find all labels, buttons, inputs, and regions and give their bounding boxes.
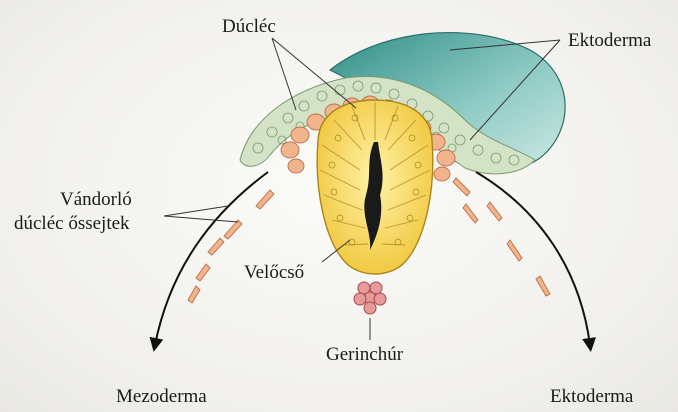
label-vandorlo-2: dúcléc őssejtek (14, 213, 130, 234)
label-mezoderma: Mezoderma (116, 386, 207, 407)
label-ductlec: Dúcléc (222, 16, 276, 37)
migrating-cells-left (188, 190, 274, 303)
label-vandorlo-1: Vándorló (60, 189, 132, 210)
notochord (354, 282, 386, 314)
label-velocso: Velőcső (244, 262, 304, 283)
label-ektoderma-bottom: Ektoderma (550, 386, 634, 407)
label-gerinchur: Gerinchúr (326, 344, 404, 365)
label-ektoderma-top: Ektoderma (568, 30, 652, 51)
arrow-to-mezoderma (155, 172, 268, 345)
migrating-cells-right (453, 178, 550, 296)
arrow-to-ektoderma (476, 172, 590, 345)
